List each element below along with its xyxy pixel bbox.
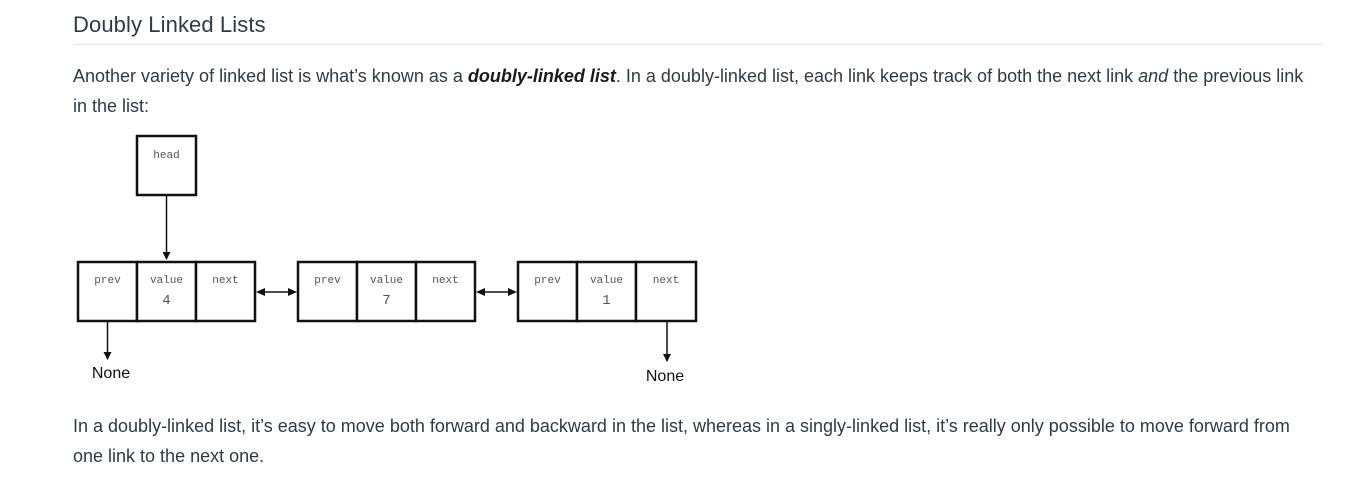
node-prev-cell xyxy=(76,260,139,323)
prev-label: prev xyxy=(314,275,341,287)
term-doubly-linked-list: doubly-linked list xyxy=(467,66,616,86)
list-node: prev value 1 next xyxy=(516,260,698,323)
node-value-cell xyxy=(355,260,418,323)
arrow-right-head xyxy=(288,288,297,296)
node-prev-cell xyxy=(516,260,579,323)
closing-paragraph: In a doubly-linked list, it’s easy to mo… xyxy=(73,416,1290,466)
next-label: next xyxy=(212,275,238,287)
section-title: Doubly Linked Lists xyxy=(73,12,266,37)
node-prev-cell xyxy=(296,260,359,323)
arrow-left-head xyxy=(256,288,265,296)
next-label: next xyxy=(653,275,679,287)
prev-label: prev xyxy=(94,275,121,287)
intro-text-3: the previous link in the list: xyxy=(73,66,1304,116)
value-label: value xyxy=(150,275,183,287)
node-value-cell xyxy=(575,260,638,323)
arrow-left-head xyxy=(476,288,485,296)
intro-paragraph: Another variety of linked list is what’s… xyxy=(73,61,1313,121)
arrow-right-head xyxy=(508,288,517,296)
value-label: value xyxy=(370,275,403,287)
prev-label: prev xyxy=(534,275,561,287)
title-divider xyxy=(73,44,1323,45)
list-node: prev value 7 next xyxy=(296,260,477,323)
intro-text-2: . In a doubly-linked list, each link kee… xyxy=(615,66,1139,86)
next-label: next xyxy=(432,275,458,287)
head-label: head xyxy=(153,150,179,162)
node-next-cell xyxy=(194,260,257,323)
emphasis-and: and xyxy=(1138,66,1169,86)
node-value: 1 xyxy=(602,293,610,309)
intro-text-1: Another variety of linked list is what’s… xyxy=(73,66,468,86)
head-pointer-box: head xyxy=(135,134,198,197)
node-value: 7 xyxy=(382,293,390,309)
none-label-left: None xyxy=(92,365,130,382)
node-next-cell xyxy=(414,260,477,323)
list-node: prev value 4 next xyxy=(76,260,257,323)
none-label-right: None xyxy=(646,368,684,385)
node-value-cell xyxy=(135,260,198,323)
node-next-cell xyxy=(634,260,698,323)
node-value: 4 xyxy=(162,293,170,309)
value-label: value xyxy=(590,275,623,287)
